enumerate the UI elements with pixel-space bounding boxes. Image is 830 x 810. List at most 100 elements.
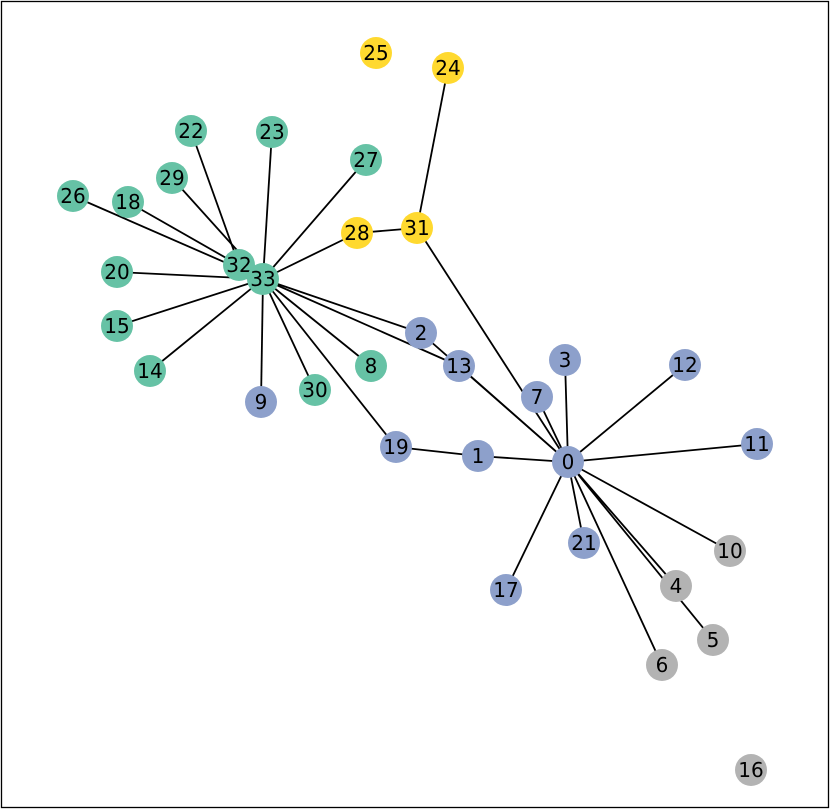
node-3: 3 xyxy=(549,344,581,376)
node-circle-8 xyxy=(355,350,387,382)
node-17: 17 xyxy=(490,574,522,606)
node-circle-3 xyxy=(549,344,581,376)
node-6: 6 xyxy=(646,649,678,681)
node-10: 10 xyxy=(714,535,746,567)
node-20: 20 xyxy=(101,256,133,288)
node-24: 24 xyxy=(432,52,464,84)
node-circle-20 xyxy=(101,256,133,288)
node-label-30: 30 xyxy=(302,378,327,402)
node-label-4: 4 xyxy=(670,574,683,598)
node-label-17: 17 xyxy=(493,578,518,602)
node-label-33: 33 xyxy=(250,267,275,291)
edge-0-6 xyxy=(567,461,663,666)
node-label-19: 19 xyxy=(383,435,408,459)
edge-13-33 xyxy=(262,278,460,367)
node-label-32: 32 xyxy=(226,253,251,277)
node-8: 8 xyxy=(355,350,387,382)
edge-0-12 xyxy=(567,364,686,463)
edges-layer xyxy=(72,67,758,666)
node-15: 15 xyxy=(101,310,133,342)
node-circle-17 xyxy=(490,574,522,606)
node-label-12: 12 xyxy=(672,353,697,377)
node-circle-24 xyxy=(432,52,464,84)
node-12: 12 xyxy=(669,349,701,381)
node-label-8: 8 xyxy=(365,354,378,378)
node-26: 26 xyxy=(57,180,89,212)
edge-0-13 xyxy=(458,365,569,463)
node-circle-13 xyxy=(443,350,475,382)
edge-28-33 xyxy=(262,232,358,280)
edge-2-33 xyxy=(262,278,422,334)
node-label-7: 7 xyxy=(531,385,544,409)
edge-9-33 xyxy=(260,278,264,403)
edge-0-17 xyxy=(505,461,569,591)
node-label-14: 14 xyxy=(137,359,162,383)
node-31: 31 xyxy=(401,212,433,244)
node-1: 1 xyxy=(462,440,494,472)
node-33: 33 xyxy=(247,263,279,295)
node-29: 29 xyxy=(156,162,188,194)
node-circle-22 xyxy=(175,115,207,147)
node-circle-15 xyxy=(101,310,133,342)
node-label-23: 23 xyxy=(259,120,284,144)
node-5: 5 xyxy=(697,624,729,656)
edge-24-31 xyxy=(416,67,449,229)
edge-0-31 xyxy=(416,227,569,463)
node-11: 11 xyxy=(741,428,773,460)
node-circle-5 xyxy=(697,624,729,656)
node-32: 32 xyxy=(223,249,255,281)
node-label-16: 16 xyxy=(738,758,763,782)
node-label-21: 21 xyxy=(571,531,596,555)
node-circle-27 xyxy=(350,144,382,176)
node-label-6: 6 xyxy=(656,653,669,677)
node-label-2: 2 xyxy=(415,321,428,345)
edge-0-10 xyxy=(567,461,731,552)
node-label-5: 5 xyxy=(707,628,720,652)
node-25: 25 xyxy=(360,37,392,69)
node-circle-26 xyxy=(57,180,89,212)
node-circle-0 xyxy=(552,446,584,478)
node-16: 16 xyxy=(735,754,767,786)
node-circle-1 xyxy=(462,440,494,472)
node-circle-2 xyxy=(405,317,437,349)
node-label-3: 3 xyxy=(559,348,572,372)
node-14: 14 xyxy=(134,355,166,387)
node-label-9: 9 xyxy=(255,390,268,414)
node-label-22: 22 xyxy=(178,119,203,143)
node-circle-10 xyxy=(714,535,746,567)
edge-23-33 xyxy=(262,131,273,280)
node-circle-31 xyxy=(401,212,433,244)
node-28: 28 xyxy=(341,217,373,249)
node-2: 2 xyxy=(405,317,437,349)
node-22: 22 xyxy=(175,115,207,147)
node-13: 13 xyxy=(443,350,475,382)
edge-19-33 xyxy=(262,278,397,448)
node-circle-33 xyxy=(247,263,279,295)
node-circle-25 xyxy=(360,37,392,69)
node-circle-23 xyxy=(256,116,288,148)
node-label-29: 29 xyxy=(159,166,184,190)
node-circle-32 xyxy=(223,249,255,281)
node-circle-11 xyxy=(741,428,773,460)
node-18: 18 xyxy=(112,186,144,218)
node-30: 30 xyxy=(299,374,331,406)
node-circle-29 xyxy=(156,162,188,194)
node-circle-6 xyxy=(646,649,678,681)
node-27: 27 xyxy=(350,144,382,176)
node-23: 23 xyxy=(256,116,288,148)
node-circle-4 xyxy=(660,570,692,602)
node-19: 19 xyxy=(380,431,412,463)
node-circle-7 xyxy=(521,381,553,413)
node-circle-21 xyxy=(568,527,600,559)
node-label-15: 15 xyxy=(104,314,129,338)
node-circle-14 xyxy=(134,355,166,387)
node-circle-28 xyxy=(341,217,373,249)
edge-8-33 xyxy=(262,278,372,367)
edge-27-33 xyxy=(262,159,367,280)
node-0: 0 xyxy=(552,446,584,478)
node-label-10: 10 xyxy=(717,539,742,563)
edge-30-33 xyxy=(262,278,316,391)
